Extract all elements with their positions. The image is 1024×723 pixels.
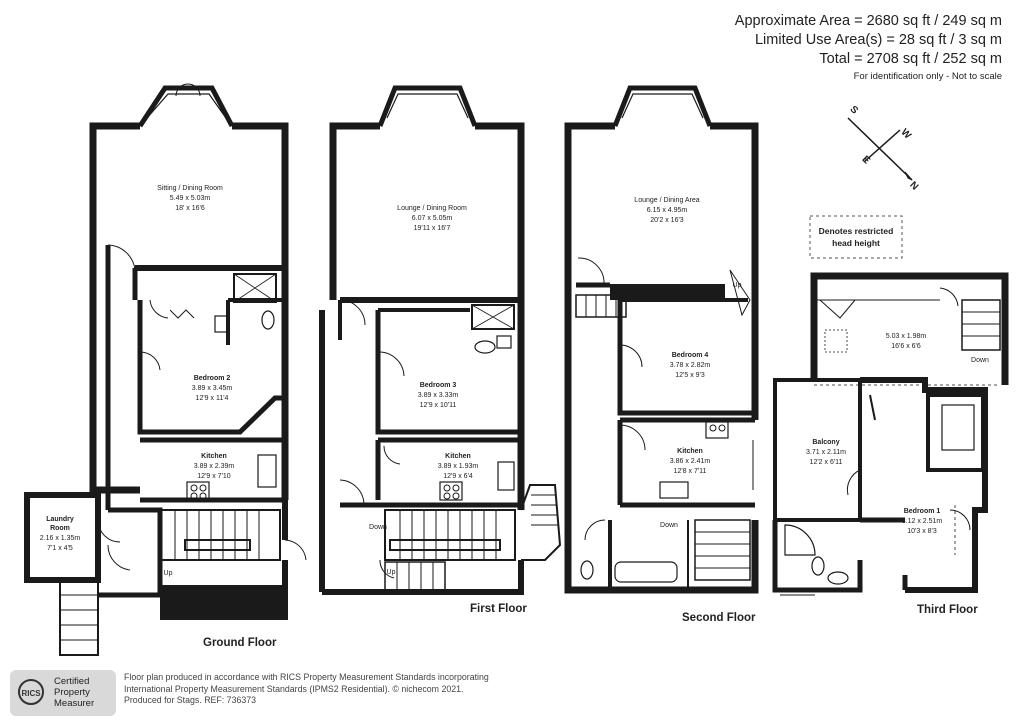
second-kitchen-metric: 3.86 x 2.41m bbox=[670, 458, 711, 465]
ground-laundry-metric: 2.16 x 1.35m bbox=[40, 535, 81, 542]
identification-note: For identification only - Not to scale bbox=[853, 71, 1002, 82]
third-bedroom1-imperial: 10'3 x 8'3 bbox=[907, 528, 937, 535]
footer-disclaimer: Floor plan produced in accordance with R… bbox=[124, 672, 489, 707]
second-bedroom4-name: Bedroom 4 bbox=[672, 352, 709, 359]
compass-e: E bbox=[860, 154, 873, 167]
third-down-label: Down bbox=[971, 357, 989, 364]
second-floor-title: Second Floor bbox=[682, 612, 756, 624]
ground-laundry-name1: Laundry bbox=[46, 516, 74, 523]
first-kitchen-name: Kitchen bbox=[445, 453, 471, 460]
second-kitchen-name: Kitchen bbox=[677, 448, 703, 455]
ground-laundry-imperial: 7'1 x 4'5 bbox=[47, 545, 73, 552]
ground-floor-title: Ground Floor bbox=[203, 637, 277, 649]
area-summary: Approximate Area = 2680 sq ft / 249 sq m… bbox=[735, 12, 1002, 85]
compass-s: S bbox=[848, 104, 861, 117]
rics-logo-icon: RICS bbox=[18, 679, 44, 705]
third-balcony-metric: 3.71 x 2.11m bbox=[806, 449, 846, 456]
ground-bedroom2-name: Bedroom 2 bbox=[194, 375, 231, 382]
legend-line1: Denotes restricted bbox=[819, 226, 894, 236]
ground-sitting-name: Sitting / Dining Room bbox=[157, 185, 223, 192]
first-bedroom3-name: Bedroom 3 bbox=[420, 382, 457, 389]
footer-line3: Produced for Stags. REF: 736373 bbox=[124, 695, 257, 705]
ground-up-label: Up bbox=[164, 570, 173, 577]
rics-certified-badge: RICS Certified Property Measurer bbox=[10, 670, 116, 716]
compass-w: W bbox=[899, 127, 914, 142]
first-floor-plan bbox=[319, 85, 562, 595]
third-bedroom1-name: Bedroom 1 bbox=[904, 508, 941, 515]
ground-bedroom2-metric: 3.89 x 3.45m bbox=[192, 385, 233, 392]
footer-line2: International Property Measurement Stand… bbox=[124, 683, 464, 694]
ground-kitchen-name: Kitchen bbox=[201, 453, 227, 460]
second-up-label: Up bbox=[733, 282, 742, 289]
second-lounge-metric: 6.15 x 4.95m bbox=[647, 207, 688, 214]
restricted-height-legend-box bbox=[809, 215, 903, 259]
third-floor-title: Third Floor bbox=[917, 604, 978, 616]
limited-use-area: Limited Use Area(s) = 28 sq ft / 3 sq m bbox=[754, 32, 1002, 48]
first-kitchen-metric: 3.89 x 1.93m bbox=[438, 463, 479, 470]
first-lounge-name: Lounge / Dining Room bbox=[397, 205, 467, 212]
third-bedroom1-metric: 3.12 x 2.51m bbox=[902, 518, 943, 525]
badge-line1: Certified bbox=[54, 676, 90, 687]
ground-kitchen-metric: 3.89 x 2.39m bbox=[194, 463, 235, 470]
first-bedroom3-imperial: 12'9 x 10'11 bbox=[420, 402, 457, 409]
first-lounge-imperial: 19'11 x 16'7 bbox=[414, 225, 451, 232]
approximate-area: Approximate Area = 2680 sq ft / 249 sq m bbox=[734, 13, 1002, 29]
first-floor-title: First Floor bbox=[470, 603, 527, 615]
total-area: Total = 2708 sq ft / 252 sq m bbox=[819, 51, 1002, 67]
footer-line1: Floor plan produced in accordance with R… bbox=[124, 672, 489, 682]
badge-line3: Measurer bbox=[54, 698, 95, 709]
badge-text: Certified Property Measurer bbox=[54, 676, 94, 709]
ground-floor-plan bbox=[24, 83, 307, 656]
rics-logo-text: RICS bbox=[21, 689, 41, 698]
second-floor-plan bbox=[564, 85, 759, 594]
second-bedroom4-metric: 3.78 x 2.82m bbox=[670, 362, 711, 369]
ground-bedroom2-imperial: 12'9 x 11'4 bbox=[196, 395, 229, 402]
compass-n: N bbox=[907, 180, 920, 193]
ground-sitting-metric: 5.49 x 5.03m bbox=[170, 195, 211, 202]
first-bedroom3-metric: 3.89 x 3.33m bbox=[418, 392, 459, 399]
second-lounge-name: Lounge / Dining Area bbox=[634, 197, 699, 204]
first-down-label: Down bbox=[369, 524, 387, 531]
second-down-label: Down bbox=[660, 522, 678, 529]
legend-line2: head height bbox=[832, 238, 880, 248]
footer: RICS Certified Property Measurer Floor p… bbox=[0, 664, 1024, 723]
third-balcony-name: Balcony bbox=[812, 439, 839, 446]
third-room-metric: 5.03 x 1.98m bbox=[886, 333, 927, 340]
second-lounge-imperial: 20'2 x 16'3 bbox=[650, 217, 684, 224]
ground-sitting-imperial: 18' x 16'6 bbox=[175, 205, 205, 212]
first-up-label: Up bbox=[387, 569, 396, 576]
first-kitchen-imperial: 12'9 x 6'4 bbox=[443, 473, 473, 480]
first-lounge-metric: 6.07 x 5.05m bbox=[412, 215, 453, 222]
third-balcony-imperial: 12'2 x 6'11 bbox=[810, 459, 843, 466]
third-floor-plan bbox=[772, 272, 1009, 596]
third-room-imperial: 16'6 x 6'6 bbox=[891, 343, 921, 350]
compass bbox=[847, 117, 913, 181]
second-kitchen-imperial: 12'8 x 7'11 bbox=[674, 468, 707, 475]
ground-kitchen-imperial: 12'9 x 7'10 bbox=[197, 473, 231, 480]
ground-laundry-name2: Room bbox=[50, 525, 70, 532]
second-bedroom4-imperial: 12'5 x 9'3 bbox=[675, 372, 705, 379]
badge-line2: Property bbox=[54, 687, 90, 698]
